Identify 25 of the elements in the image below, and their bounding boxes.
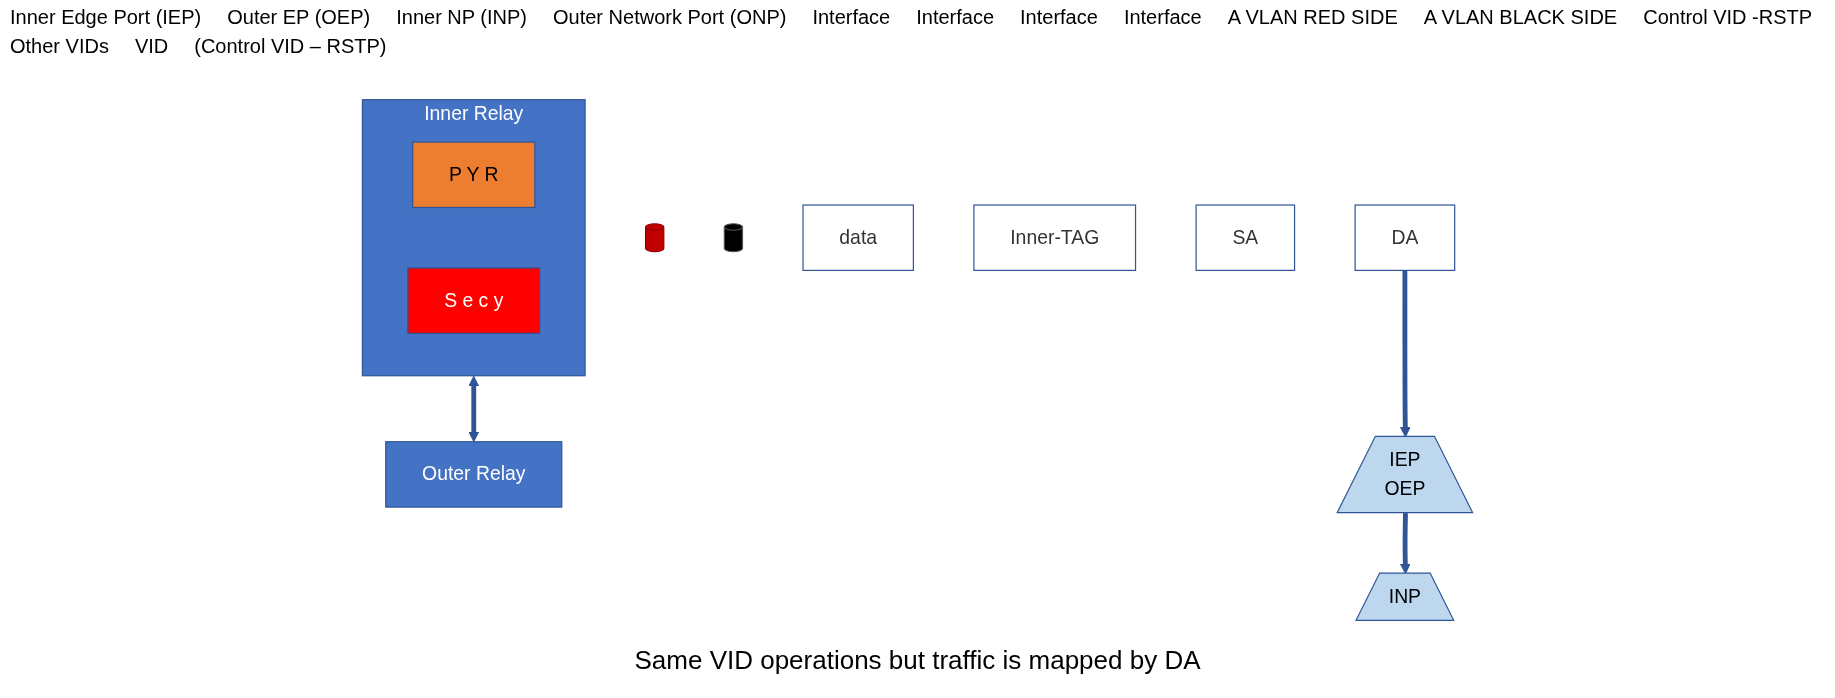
label-text: Interface — [812, 6, 891, 29]
label-text: Inner Edge Port (IEP) — [10, 6, 202, 29]
node-box: S e c y — [407, 267, 541, 334]
label-text: VID — [134, 35, 169, 58]
node-box: data — [802, 204, 914, 271]
label-text: Other VIDs — [10, 35, 109, 58]
label-text: Interface — [1020, 6, 1098, 29]
caption: Same VID operations but traffic is mapped by DA — [633, 645, 1202, 676]
arrow — [468, 375, 480, 443]
label-text: A VLAN BLACK SIDE — [1423, 6, 1618, 29]
node-box: DA — [1354, 204, 1456, 271]
label-text: A VLAN RED SIDE — [1227, 6, 1398, 29]
node-box: Inner-TAG — [973, 204, 1137, 271]
label-text: Outer EP (OEP) — [227, 6, 371, 29]
label-text: Interface — [916, 6, 995, 29]
node-cylinder — [645, 223, 665, 253]
node-box: SA — [1195, 204, 1296, 271]
label-text: Outer Network Port (ONP) — [553, 6, 787, 29]
label-text: Interface — [1123, 6, 1202, 29]
node-box: Outer Relay — [385, 441, 563, 508]
label-text: (Control VID – RSTP) — [194, 35, 387, 58]
node-box: P Y R — [412, 141, 536, 209]
node-cylinder — [723, 223, 744, 253]
label-text: Control VID -RSTP — [1643, 6, 1813, 29]
label-text: Inner NP (INP) — [396, 6, 527, 29]
